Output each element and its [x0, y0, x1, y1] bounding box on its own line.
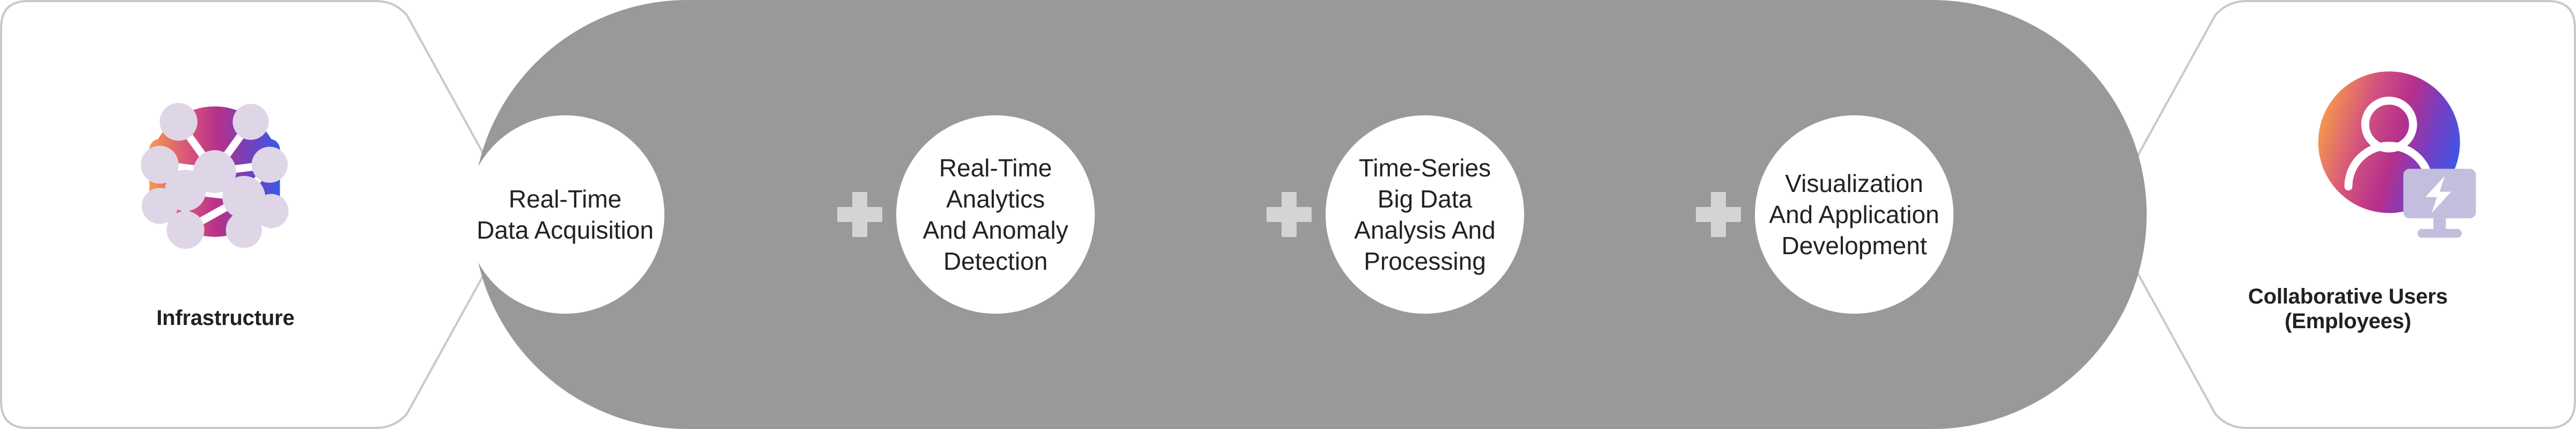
pipeline-node-visualization-appdev[interactable] [1755, 115, 1953, 314]
pipeline-separator-3 [1694, 190, 1743, 239]
pipeline-node-circles [466, 115, 1953, 314]
plus-icon-2 [1267, 192, 1312, 237]
plus-icon-3 [1696, 192, 1741, 237]
pipeline-separators [837, 192, 1741, 237]
infrastructure-card-label: Infrastructure [156, 306, 295, 330]
node-circle-visualization-appdev [1755, 115, 1953, 314]
pipeline-node-timeseries-bigdata[interactable] [1326, 115, 1524, 314]
collaborative-users-card [2112, 0, 2576, 429]
network-graph-icon [141, 103, 289, 249]
plus-icon-1 [837, 192, 882, 237]
node-circle-data-acquisition [466, 115, 664, 314]
collaborative-users-card-label: Collaborative Users (Employees) [2248, 285, 2448, 333]
pipeline-separator-1 [836, 190, 884, 239]
node-circle-timeseries-bigdata [1326, 115, 1524, 314]
pipeline-node-analytics-anomaly[interactable] [896, 115, 1095, 314]
pipeline-separator-2 [1265, 190, 1313, 239]
user-monitor-bolt-icon [2318, 71, 2476, 238]
node-circle-analytics-anomaly [896, 115, 1095, 314]
pipeline-node-data-acquisition[interactable] [466, 115, 664, 314]
